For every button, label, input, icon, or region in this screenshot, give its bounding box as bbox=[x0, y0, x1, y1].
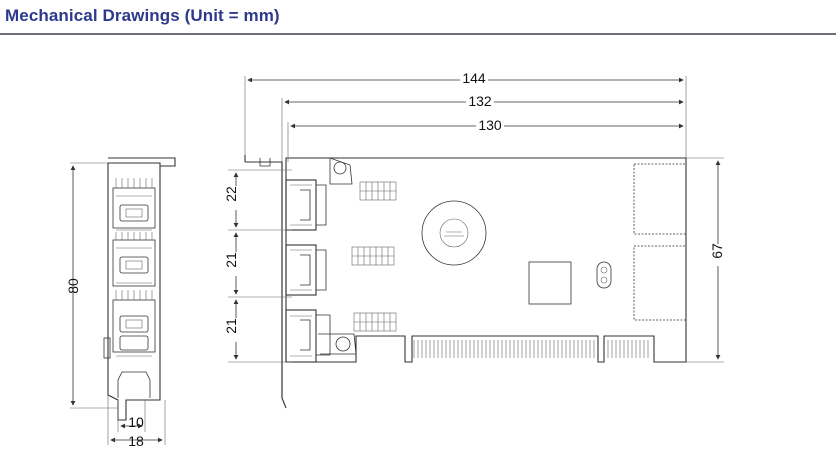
right-connector-1 bbox=[633, 163, 687, 235]
dimension-board-height: 67 bbox=[686, 157, 727, 363]
side-port-block-1 bbox=[112, 178, 156, 231]
right-connector-2 bbox=[633, 245, 687, 321]
dimension-144-label: 144 bbox=[462, 70, 486, 86]
oscillator bbox=[596, 261, 612, 289]
dimension-side-widths: 10 18 bbox=[107, 395, 166, 449]
top-view-board bbox=[244, 155, 687, 409]
dimension-22-label: 22 bbox=[223, 186, 239, 202]
title-divider bbox=[0, 33, 836, 35]
dimension-21b-label: 21 bbox=[223, 318, 239, 334]
side-port-block-2 bbox=[112, 232, 156, 287]
dimension-18-label: 18 bbox=[128, 433, 144, 449]
dimension-10-label: 10 bbox=[128, 414, 144, 430]
chip-square bbox=[528, 261, 572, 305]
top-port-connector-2 bbox=[285, 244, 327, 296]
side-port-block-3 bbox=[112, 290, 156, 357]
dimension-132-label: 132 bbox=[468, 93, 492, 109]
pin-header-1 bbox=[359, 181, 397, 201]
dimension-side-height: 80 bbox=[65, 162, 118, 409]
pin-header-2 bbox=[351, 246, 395, 266]
dimension-port-gaps: 22 21 21 bbox=[222, 169, 292, 363]
side-view-bracket bbox=[103, 157, 176, 421]
top-port-connector-3 bbox=[285, 309, 331, 363]
dimension-130-label: 130 bbox=[478, 117, 502, 133]
top-port-connector-1 bbox=[285, 179, 327, 231]
dimension-80-label: 80 bbox=[65, 278, 81, 294]
dimension-21a-label: 21 bbox=[223, 252, 239, 268]
dimension-67-label: 67 bbox=[709, 243, 725, 259]
pin-header-3 bbox=[353, 312, 397, 332]
page-title: Mechanical Drawings (Unit = mm) bbox=[5, 6, 280, 25]
heatsink-circle bbox=[421, 200, 487, 266]
edge-connector-fingers bbox=[413, 340, 649, 358]
dimension-top-widths: 144 132 130 bbox=[244, 70, 687, 162]
